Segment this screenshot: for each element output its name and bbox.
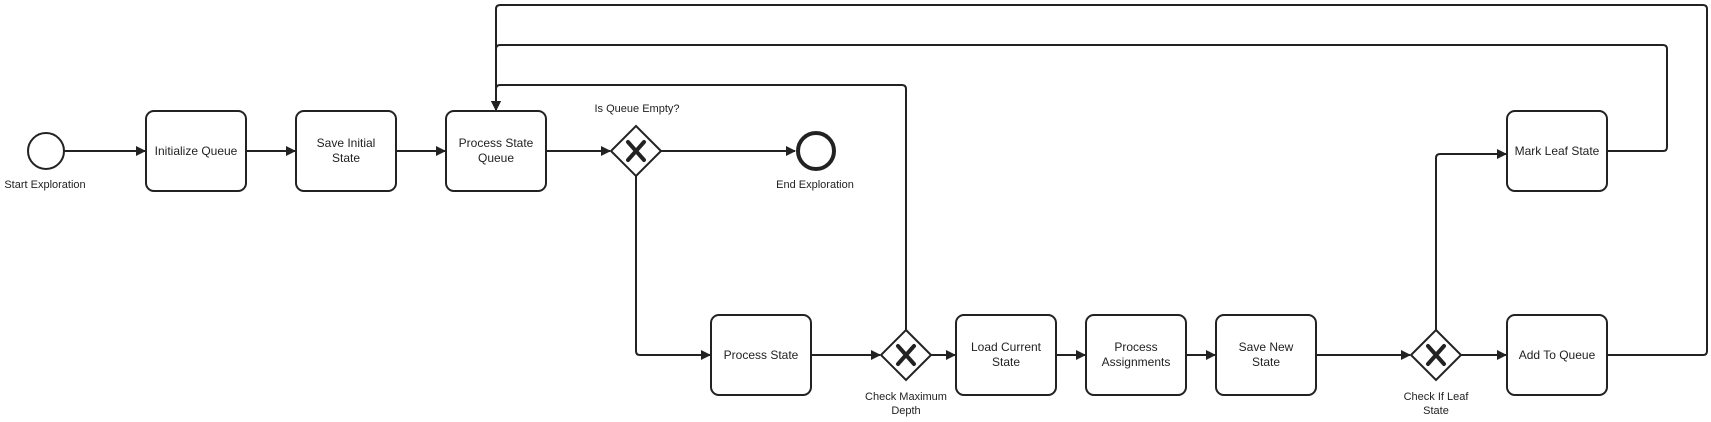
- task-save-initial-state: Save Initial State: [295, 110, 397, 192]
- task-label: Add To Queue: [1519, 348, 1596, 362]
- task-process-state-queue: Process State Queue: [445, 110, 547, 192]
- task-box: [1506, 110, 1608, 192]
- flow-check-leaf-to-mark-leaf: [1435, 149, 1507, 330]
- sequence-flows: [64, 4, 1708, 360]
- end-event: End Exploration: [776, 131, 854, 191]
- gateway-check-leaf-state-label-line1: Check If Leaf: [1404, 391, 1470, 403]
- task-box: [145, 110, 247, 192]
- task-box: [1506, 314, 1608, 396]
- task-label-line2: State: [992, 355, 1020, 369]
- task-label-line1: Save New: [1239, 340, 1294, 354]
- task-label-line1: Process State: [459, 136, 534, 150]
- gateway-check-max-depth-label-line2: Depth: [891, 405, 920, 417]
- start-event-label: Start Exploration: [4, 179, 85, 191]
- task-label-line2: State: [1252, 355, 1280, 369]
- gateway-check-max-depth-label-line1: Check Maximum: [865, 391, 947, 403]
- end-event-label: End Exploration: [776, 179, 854, 191]
- task-add-to-queue: Add To Queue: [1506, 314, 1608, 396]
- task-label-line1: Load Current: [971, 340, 1042, 354]
- task-label-line2: State: [332, 151, 360, 165]
- task-label-line1: Save Initial: [317, 136, 376, 150]
- gateway-queue-empty: Is Queue Empty?: [595, 103, 680, 178]
- task-box: [710, 314, 812, 396]
- start-event-circle: [27, 132, 65, 170]
- task-process-state: Process State: [710, 314, 812, 396]
- gateway-check-leaf-state-label-line2: State: [1423, 405, 1449, 417]
- flow-add-queue-loop-to-process-queue: [491, 4, 1708, 356]
- task-box: [295, 110, 397, 192]
- flow-gateway-to-process-state: [635, 176, 711, 360]
- task-label-line2: Assignments: [1102, 355, 1171, 369]
- task-mark-leaf-state: Mark Leaf State: [1506, 110, 1608, 192]
- start-event: Start Exploration: [4, 132, 86, 191]
- end-event-circle: [796, 131, 836, 171]
- task-label: Mark Leaf State: [1515, 144, 1600, 158]
- task-box: [445, 110, 547, 192]
- task-save-new-state: Save New State: [1215, 314, 1317, 396]
- flow-check-depth-loop-to-process-queue: [491, 84, 907, 330]
- gateway-check-max-depth: Check Maximum Depth: [865, 328, 947, 417]
- task-label-line2: Queue: [478, 151, 514, 165]
- flow-mark-leaf-loop-to-process-queue: [491, 44, 1668, 152]
- task-label: Process State: [724, 348, 799, 362]
- task-label: Initialize Queue: [155, 144, 238, 158]
- gateway-check-leaf-state: Check If Leaf State: [1404, 328, 1470, 417]
- exclusive-x-icon: [1426, 344, 1446, 366]
- exclusive-x-icon: [626, 140, 646, 162]
- task-initialize-queue: Initialize Queue: [145, 110, 247, 192]
- task-label-line1: Process: [1114, 340, 1157, 354]
- task-box: [1085, 314, 1187, 396]
- task-box: [955, 314, 1057, 396]
- task-box: [1215, 314, 1317, 396]
- gateway-queue-empty-label: Is Queue Empty?: [595, 103, 680, 115]
- exclusive-x-icon: [896, 344, 916, 366]
- task-load-current-state: Load Current State: [955, 314, 1057, 396]
- task-process-assignments: Process Assignments: [1085, 314, 1187, 396]
